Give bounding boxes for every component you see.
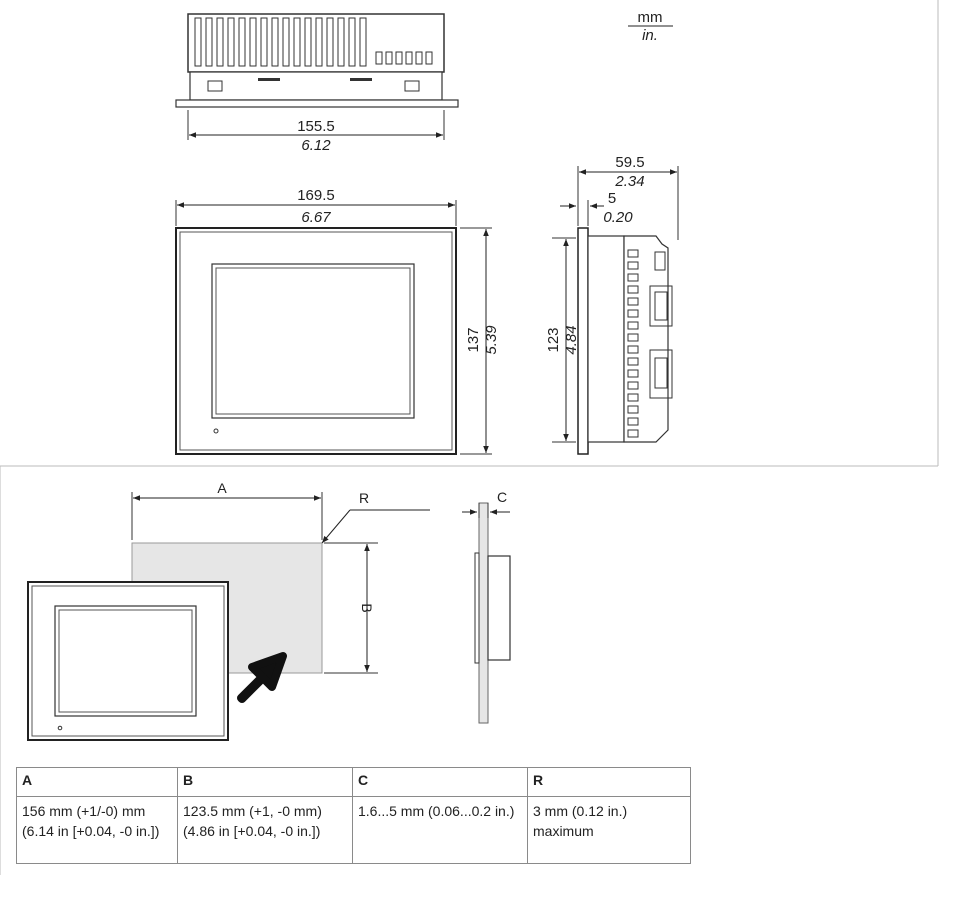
vent-fin [348,17,356,67]
vent-fin [304,17,312,67]
side-slot [627,321,639,330]
front-height-mm: 137 [465,327,482,352]
side-depth-mm: 59.5 [615,154,644,171]
units-legend: mm in. [628,9,673,44]
vent-fin [326,17,334,67]
vent-slot [425,51,433,65]
table-header-a: A [16,767,178,797]
vent-fin [337,17,345,67]
vent-fin [293,17,301,67]
cutout-view: A B R [27,480,430,741]
vent-fin [315,17,323,67]
vent-fin [216,17,224,67]
side-slot [627,393,639,402]
table-cell-c: 1.6...5 mm (0.06...0.2 in.) [352,796,528,864]
side-slot [627,333,639,342]
side-slot [627,273,639,282]
side-view: 59.5 2.34 5 0.20 123 4.84 [545,154,679,455]
thickness-label-c: C [497,489,507,505]
side-slot [627,309,639,318]
side-height-mm: 123 [545,327,562,352]
vent-fin [260,17,268,67]
vent-fin [249,17,257,67]
vent-slot [395,51,403,65]
vent-fin [282,17,290,67]
table-header-row: A B C R [16,767,691,797]
insert-arrow-icon [237,652,287,703]
front-width-mm: 169.5 [297,187,335,204]
top-width-in: 6.12 [301,137,331,154]
table-row: 156 mm (+1/-0) mm (6.14 in [+0.04, -0 in… [16,796,691,864]
side-slot [627,429,639,438]
side-slot [627,285,639,294]
side-slot [627,249,639,258]
vent-fin [205,17,213,67]
side-depth-in: 2.34 [614,173,644,190]
front-view: 169.5 6.67 137 5.39 [175,187,500,455]
top-view: 155.5 6.12 [175,13,459,154]
units-mm: mm [638,9,663,26]
side-slot [627,345,639,354]
side-bezel-mm: 5 [608,190,616,207]
side-slot [627,369,639,378]
front-height-in: 5.39 [483,325,500,355]
table-cell-r: 3 mm (0.12 in.) maximum [527,796,691,864]
cutout-label-b: B [359,603,375,612]
vent-slot [415,51,423,65]
top-view-vents [194,17,433,67]
vent-slot [385,51,393,65]
table-header-b: B [177,767,353,797]
side-bezel-in: 0.20 [603,209,633,226]
cutout-spec-table: A B C R 156 mm (+1/-0) mm (6.14 in [+0.0… [16,767,691,864]
side-slot [627,261,639,270]
side-view-slots [627,249,639,438]
panel-thickness-view: C [462,489,511,724]
side-slot [627,417,639,426]
vent-slot [375,51,383,65]
top-width-mm: 155.5 [297,118,335,135]
vent-fin [238,17,246,67]
vent-slot [405,51,413,65]
cutout-label-r: R [359,490,369,506]
vent-fin [359,17,367,67]
side-slot [627,381,639,390]
table-header-c: C [352,767,528,797]
vent-fin [194,17,202,67]
table-cell-a: 156 mm (+1/-0) mm (6.14 in [+0.04, -0 in… [16,796,178,864]
side-height-in: 4.84 [563,325,580,354]
side-slot [627,405,639,414]
table-header-r: R [527,767,691,797]
front-width-in: 6.67 [301,209,331,226]
side-slot [627,357,639,366]
units-in: in. [642,27,658,44]
cutout-label-a: A [217,480,227,496]
vent-fin [227,17,235,67]
side-slot [627,297,639,306]
vent-fin [271,17,279,67]
table-cell-b: 123.5 mm (+1, -0 mm) (4.86 in [+0.04, -0… [177,796,353,864]
